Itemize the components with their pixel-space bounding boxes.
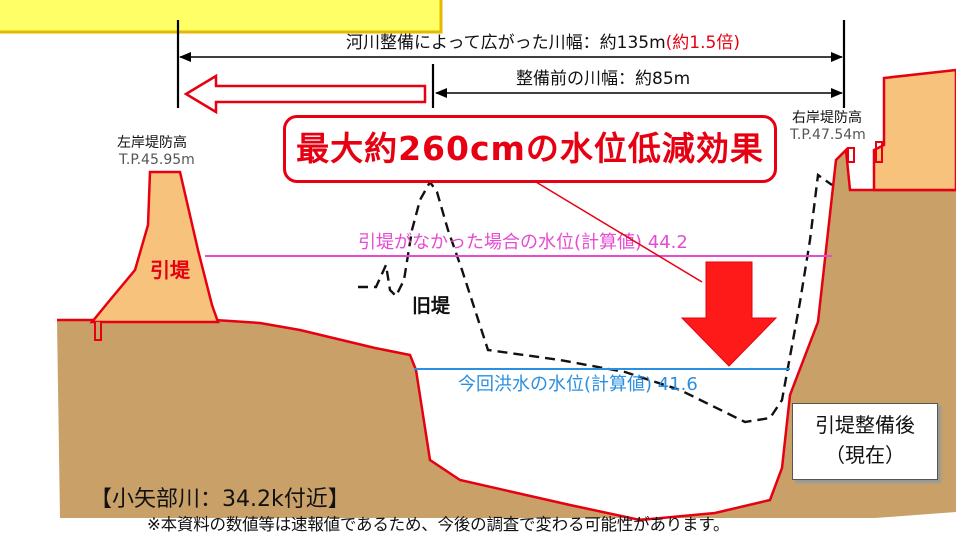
right-bank-post-2 — [875, 141, 883, 163]
ground-profile — [57, 150, 956, 520]
right-levee-elevation: T.P.47.54m — [789, 127, 866, 143]
left-levee-shape — [89, 170, 220, 324]
status-line-1: 引堤整備後 — [815, 413, 915, 437]
status-line-2: （現在） — [825, 443, 905, 467]
dim-total-label: 河川整備によって広がった川幅：約135m(約1.5倍) — [346, 33, 740, 53]
right-levee-title: 右岸堤防高 — [792, 109, 862, 126]
old-levee-profile — [358, 172, 833, 424]
water-label-current: 今回洪水の水位(計算値) 41.6 — [458, 374, 698, 395]
left-levee-elevation: T.P.45.95m — [118, 152, 195, 168]
status-box: 引堤整備後 （現在） — [792, 403, 938, 480]
left-levee-tag: 引堤 — [150, 258, 191, 282]
top-banner — [0, 0, 443, 34]
disclaimer-note: ※本資料の数値等は速報値であるため、今後の調査で変わる可能性があります。 — [147, 515, 730, 534]
location-label: 【小矢部川：34.2k付近】 — [90, 487, 350, 512]
water-label-without: 引堤がなかった場合の水位(計算値) 44.2 — [358, 232, 688, 253]
right-bank-block — [872, 68, 956, 192]
dim-before-label: 整備前の川幅：約85m — [516, 69, 690, 89]
left-notch — [94, 322, 102, 341]
reduction-callout: 最大約260cmの水位低減効果 — [283, 115, 777, 183]
reduction-arrow — [680, 261, 778, 367]
left-levee-title: 左岸堤防高 — [117, 134, 187, 151]
old-levee-label: 旧堤 — [412, 295, 451, 317]
callout-leader — [535, 181, 703, 283]
ground-outline — [57, 147, 956, 522]
right-bank-post-1 — [847, 147, 855, 163]
relocation-arrow — [183, 73, 427, 115]
